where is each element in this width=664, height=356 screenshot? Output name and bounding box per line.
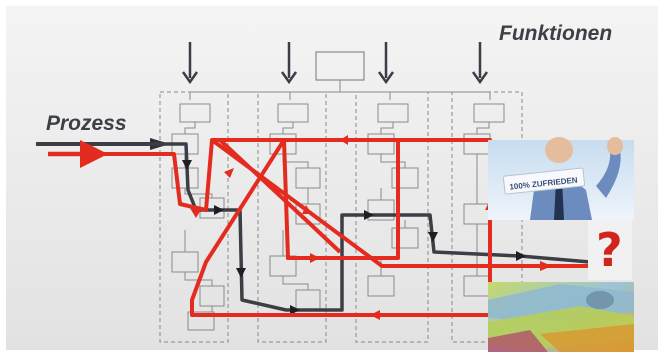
thumbs-up-icon [607,137,623,155]
banknotes-picture [488,282,634,352]
question-mark-icon: ? [596,223,623,277]
businessman-head [545,137,573,163]
businessman-picture: 100% ZUFRIEDEN [488,137,634,220]
banknote-portrait [586,291,614,309]
functions-label: Funktionen [499,22,612,46]
process-label: Prozess [46,112,127,136]
question-mark-picture: ? [588,220,632,280]
